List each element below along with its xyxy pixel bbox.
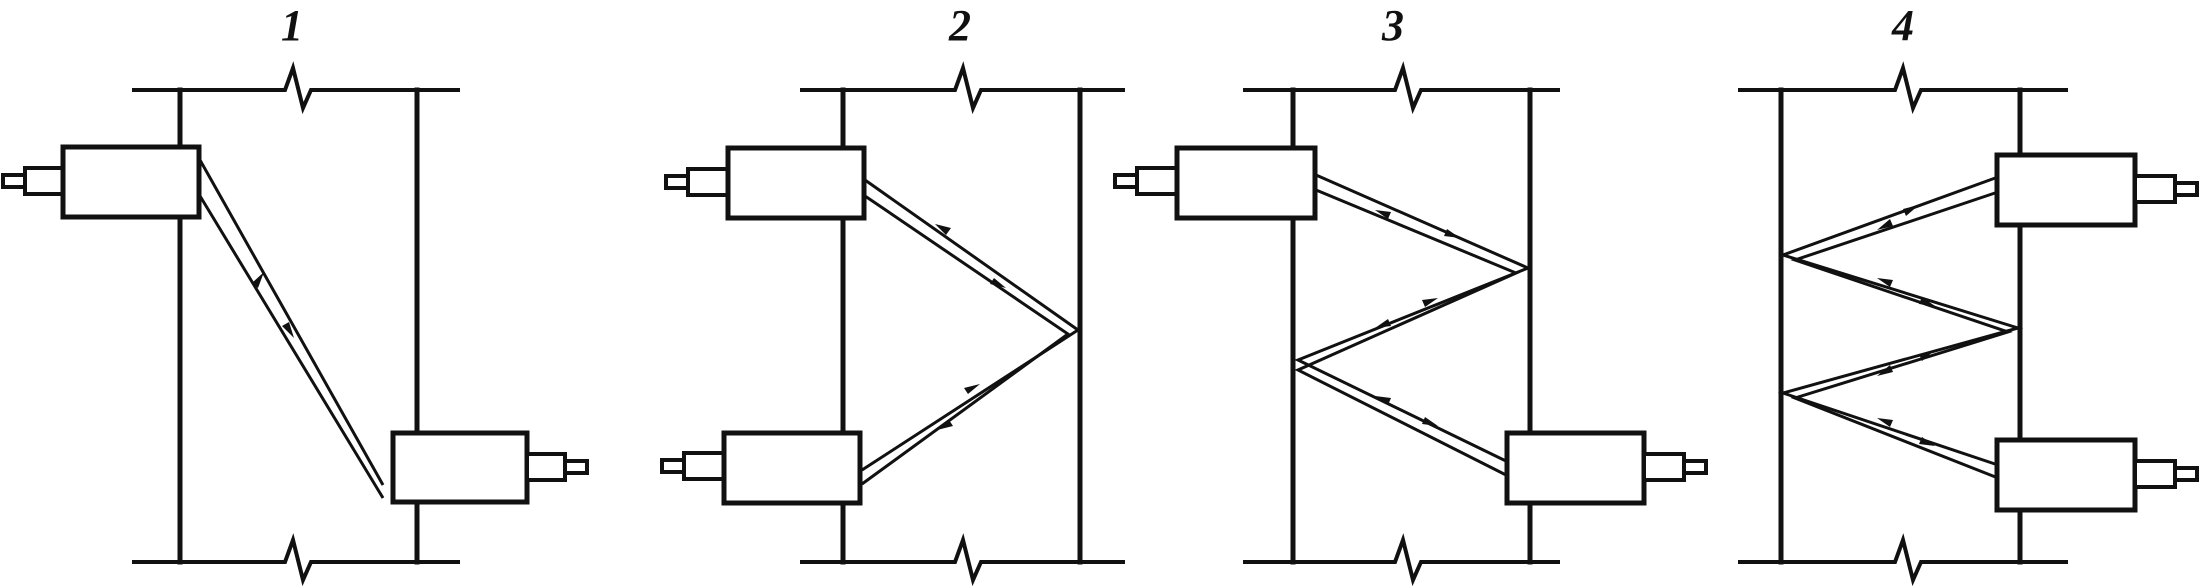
probe-connector (563, 459, 589, 475)
bottom-boundary-break (132, 533, 460, 587)
probe-transmitter (664, 145, 867, 221)
beam-arrow-icon (252, 272, 264, 288)
probe-housing (721, 430, 863, 506)
sound-beam (1294, 188, 1520, 478)
bottom-boundary-break (1738, 533, 2068, 587)
beam-arrow-icon (1422, 417, 1438, 426)
probe-housing (1504, 430, 1647, 506)
beam-arrow-icon (990, 278, 1006, 288)
probe-connector (1135, 166, 1179, 196)
probe-connector (1, 173, 27, 189)
probe-connector (23, 166, 65, 196)
sound-beam (861, 194, 1071, 486)
panel-4: 4 (1738, 1, 2199, 587)
beam-arrow-icon (1444, 229, 1460, 238)
bottom-boundary-break (1243, 533, 1560, 587)
panel-3: 3 (1113, 1, 1708, 587)
sound-beam (198, 195, 385, 499)
probe-connector (1642, 452, 1686, 482)
beam-arrow-icon (935, 224, 951, 235)
probe-transmitter (1994, 152, 2199, 228)
beam-arrow-icon (937, 420, 953, 430)
probe-receiver (390, 430, 589, 505)
panel-1: 1 (1, 1, 589, 587)
bottom-boundary-break (800, 533, 1125, 587)
probe-transmitter (1113, 145, 1318, 221)
beam-arrow-icon (1877, 365, 1893, 376)
beam-arrow-icon (1919, 297, 1935, 306)
beam-arrow-icon (1919, 350, 1935, 361)
probe-receiver (1504, 430, 1708, 506)
panel-label-2: 2 (948, 1, 971, 50)
panel-label-4: 4 (1891, 1, 1914, 50)
beam-arrow-icon (1375, 396, 1391, 405)
beam-arrow-icon (1903, 205, 1919, 216)
beam-arrow-icon (964, 384, 980, 394)
probe-housing (390, 430, 530, 505)
panel-label-3: 3 (1381, 1, 1404, 50)
probe-housing (60, 144, 202, 220)
probe-connector (525, 452, 567, 482)
probe-connector (682, 451, 726, 481)
top-boundary-break (800, 61, 1125, 115)
probe-housing (1994, 437, 2138, 513)
panel-2: 2 (660, 1, 1125, 587)
beam-arrow-icon (1375, 319, 1391, 328)
sound-beam (861, 178, 1081, 472)
beam-arrow-icon (1877, 278, 1893, 287)
top-boundary-break (132, 61, 460, 115)
beam-arrow-icon (1877, 219, 1893, 230)
probe-connector (2173, 466, 2199, 482)
probe-connector (1682, 459, 1708, 475)
beam-arrow-icon (1422, 298, 1438, 307)
probe-connector (660, 458, 686, 474)
probe-connector (2133, 459, 2177, 489)
top-boundary-break (1738, 61, 2068, 115)
probe-transmitter (1, 144, 202, 220)
beam-arrow-icon (1877, 418, 1893, 427)
panel-label-1: 1 (281, 1, 303, 50)
sound-beam (1777, 175, 2024, 467)
probe-connector (2133, 174, 2177, 204)
probe-housing (1994, 152, 2138, 228)
top-boundary-break (1243, 61, 1560, 115)
beam-arrow-icon (1919, 437, 1935, 446)
sound-beam (1790, 190, 2013, 480)
probe-housing (1174, 145, 1318, 221)
beam-arrow-icon (282, 322, 294, 338)
probe-connector (2173, 181, 2199, 197)
probe-housing (725, 145, 867, 221)
beam-arrow-icon (1375, 210, 1391, 219)
probe-receiver (660, 430, 863, 506)
probe-connector (664, 174, 690, 190)
sound-beam (198, 159, 385, 486)
sound-beam (1294, 173, 1532, 464)
probe-connector (1113, 173, 1139, 189)
probe-connector (686, 167, 730, 197)
probe-receiver (1994, 437, 2199, 513)
